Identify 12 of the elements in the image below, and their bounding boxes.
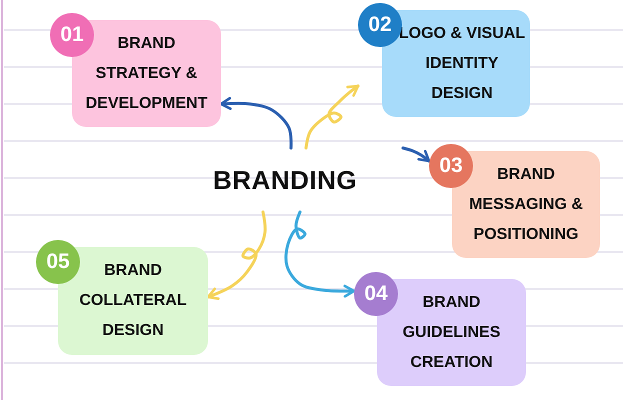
central-title: BRANDING (213, 164, 358, 196)
number-badge: 05 (36, 240, 80, 284)
number-badge: 03 (429, 144, 473, 188)
curly-arrow (206, 210, 267, 300)
number-badge: 01 (50, 13, 94, 57)
curly-arrow (402, 146, 430, 162)
step-title: BRAND COLLATERAL DESIGN (78, 261, 188, 341)
step-title: BRAND GUIDELINES CREATION (402, 292, 502, 372)
curly-arrow (284, 210, 356, 298)
number-badge: 04 (354, 272, 398, 316)
curly-arrow (304, 84, 360, 150)
curly-arrow (220, 97, 293, 150)
